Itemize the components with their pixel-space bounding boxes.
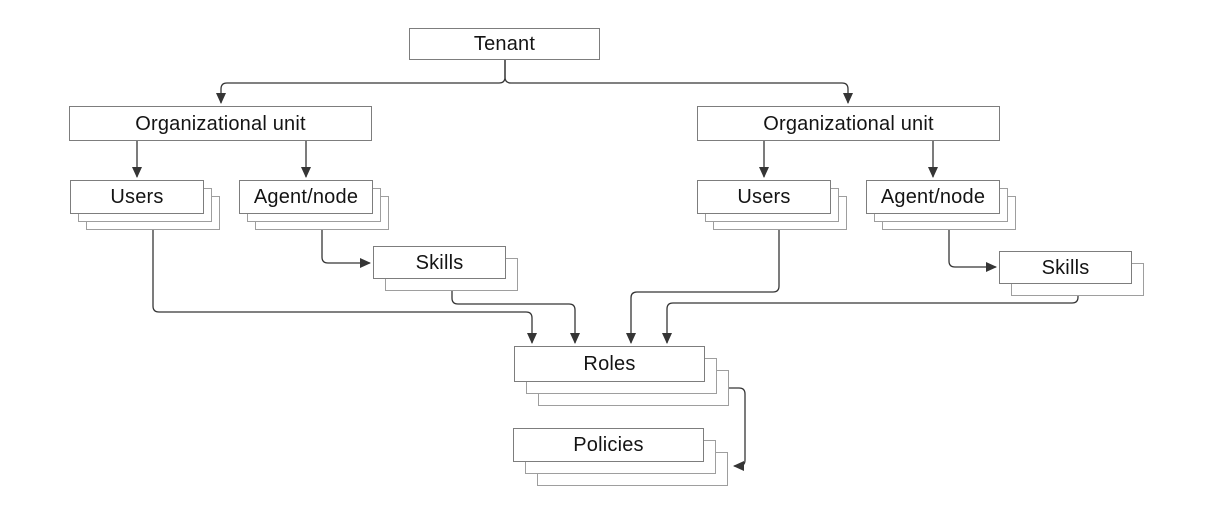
node-skills-right-box: Skills: [999, 251, 1132, 284]
edge-skillsleft-roles: [451, 291, 580, 344]
node-users-right-label: Users: [737, 186, 791, 208]
node-users-right-box: Users: [697, 180, 831, 214]
node-org-unit-right-label: Organizational unit: [763, 112, 934, 135]
node-tenant-label: Tenant: [473, 33, 536, 55]
node-agent-node-left: Agent/node: [239, 180, 389, 230]
node-roles-box: Roles: [514, 346, 705, 382]
edge-roles-policies: [729, 387, 746, 471]
node-tenant-box: Tenant: [409, 28, 600, 60]
node-tenant: Tenant: [409, 28, 600, 60]
node-agent-node-left-label: Agent/node: [253, 186, 359, 208]
edge-tenant-orgright: [504, 60, 853, 104]
node-users-left: Users: [70, 180, 220, 230]
node-users-left-label: Users: [110, 186, 164, 208]
node-org-unit-right: Organizational unit: [697, 106, 1000, 141]
node-policies-box: Policies: [513, 428, 704, 462]
node-skills-left: Skills: [373, 246, 518, 291]
node-org-unit-left-label: Organizational unit: [135, 112, 306, 135]
edge-tenant-orgleft: [216, 60, 506, 104]
node-skills-left-label: Skills: [415, 251, 464, 274]
edge-agentleft-skillsleft: [321, 230, 371, 268]
node-users-left-box: Users: [70, 180, 204, 214]
node-agent-node-right: Agent/node: [866, 180, 1016, 230]
node-roles: Roles: [514, 346, 729, 406]
node-org-unit-right-box: Organizational unit: [697, 106, 1000, 141]
node-skills-right: Skills: [999, 251, 1144, 296]
node-org-unit-left-box: Organizational unit: [69, 106, 372, 141]
edge-skillsright-roles: [662, 296, 1079, 344]
node-agent-node-right-box: Agent/node: [866, 180, 1000, 214]
edge-usersright-roles: [626, 230, 780, 344]
node-roles-label: Roles: [583, 353, 636, 375]
node-policies-label: Policies: [573, 434, 644, 456]
node-policies: Policies: [513, 428, 728, 486]
node-agent-node-right-label: Agent/node: [880, 186, 986, 208]
node-skills-right-label: Skills: [1041, 256, 1090, 279]
edge-usersleft-roles: [152, 230, 537, 344]
node-skills-left-box: Skills: [373, 246, 506, 279]
node-users-right: Users: [697, 180, 847, 230]
edge-agentright-skillsright: [948, 230, 997, 272]
node-agent-node-left-box: Agent/node: [239, 180, 373, 214]
node-org-unit-left: Organizational unit: [69, 106, 372, 141]
